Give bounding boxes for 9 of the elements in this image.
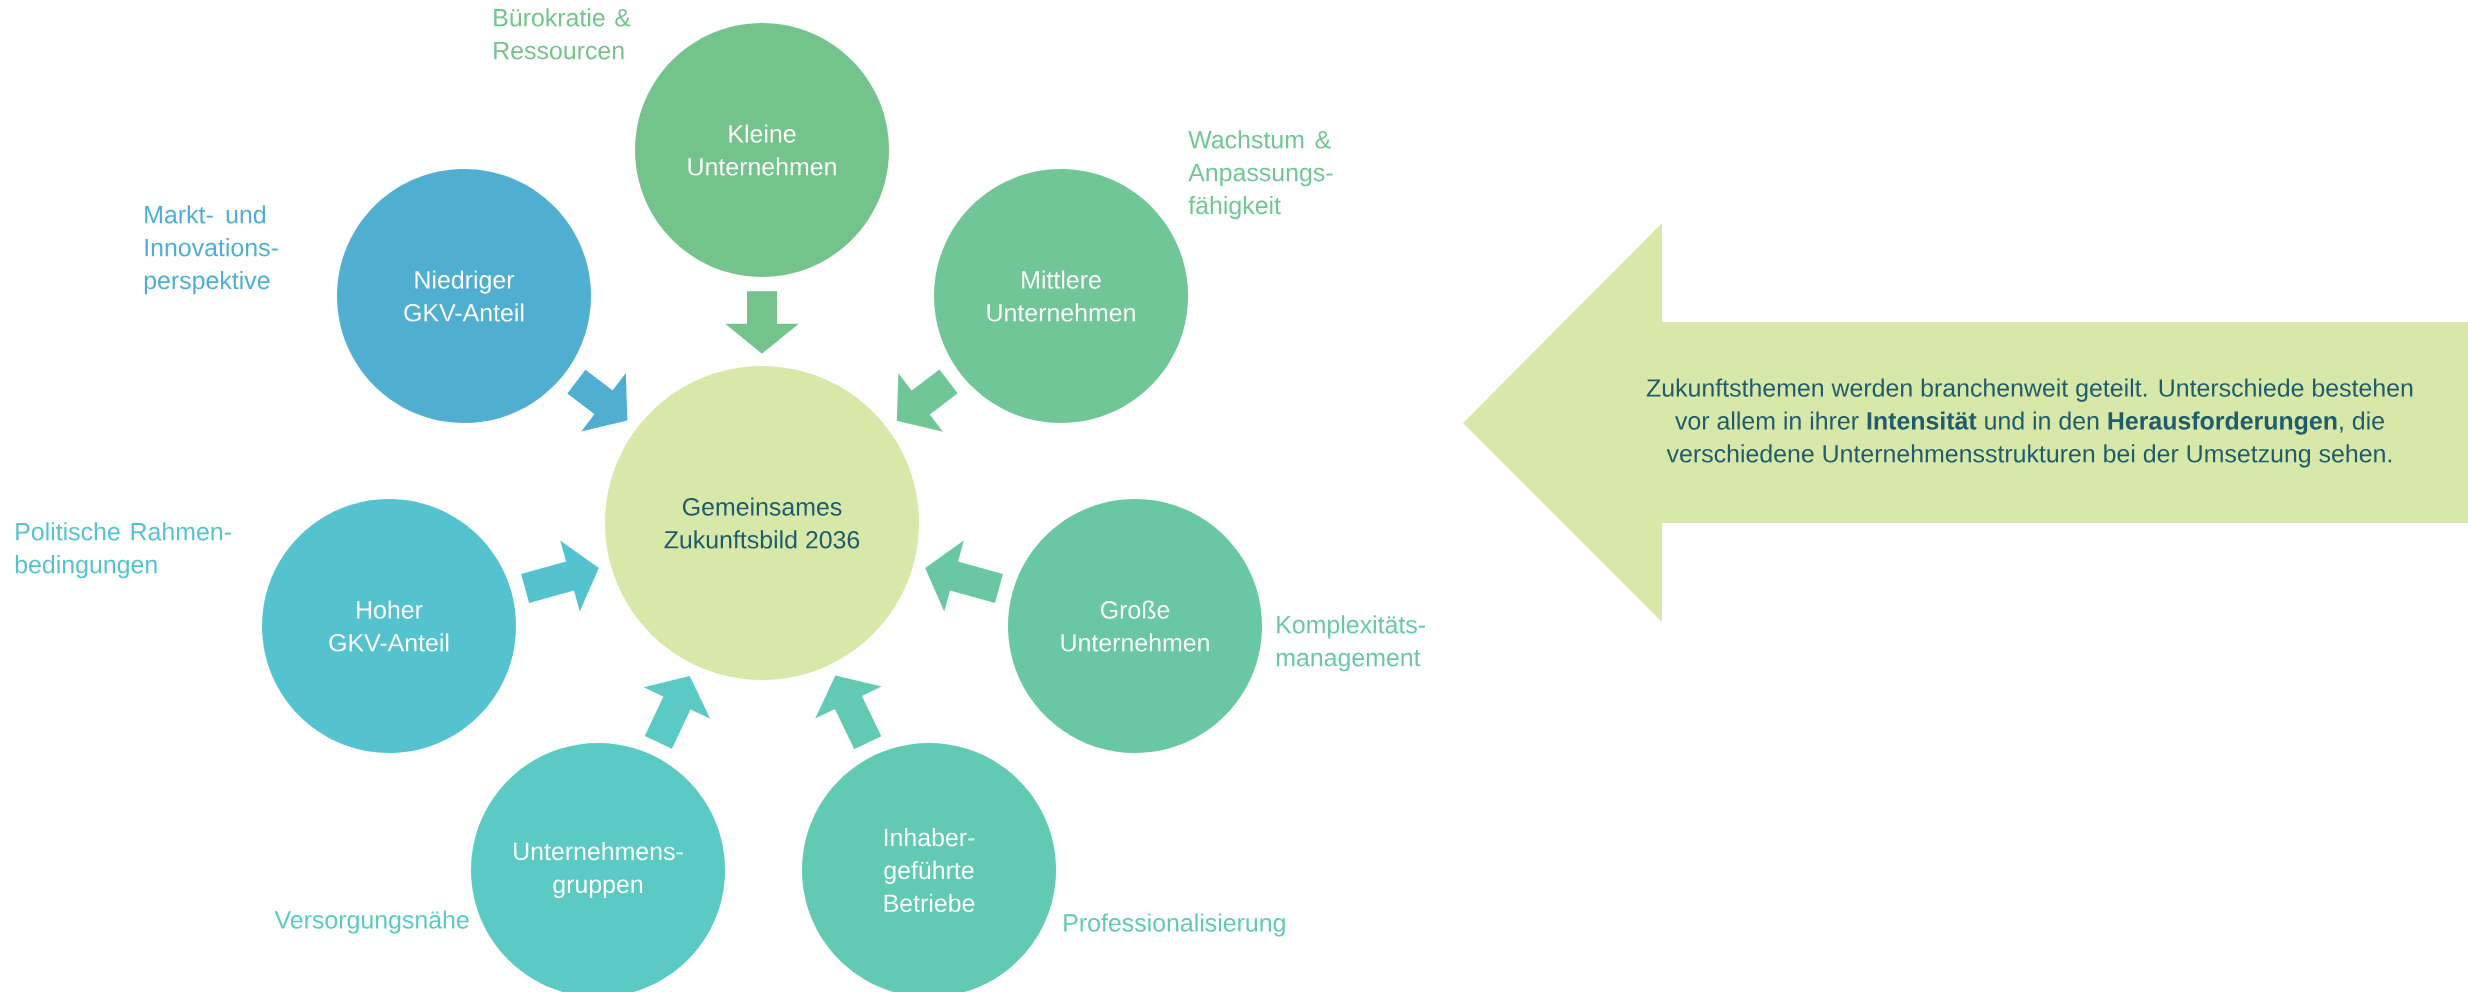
side-label: Markt- und Innovations-perspektive xyxy=(144,205,278,295)
side-label: Komplexitäts-management xyxy=(1276,615,1425,672)
side-label: Versorgungsnähe xyxy=(274,910,469,934)
side-label: Professionalisierung xyxy=(1064,913,1285,937)
block-arrow xyxy=(896,369,958,432)
arrow-banner: Zukunftsthemen werden branchenweit geteilt. Unterschiede bestehen vor allem in ihrer Intensität und in den Herausforderungen, die verschiedene Unternehmensstrukturen bei der Umsetzung sehen. xyxy=(1463,223,2468,622)
side-label: Wachstum & Anpassungs-fähigkeit xyxy=(1188,130,1333,220)
side-label: Politische Rahmen-bedingungen xyxy=(15,522,231,579)
side-label: Bürokratie & Ressourcen xyxy=(494,8,631,60)
